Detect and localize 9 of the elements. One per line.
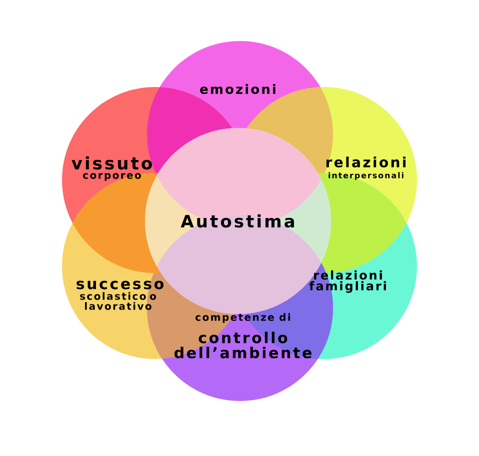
circle-label: relazioni	[326, 156, 406, 168]
circle-label: vissuto	[72, 156, 152, 170]
circle-label: successo	[76, 280, 164, 290]
circle-label: scolastico o lavorativo	[80, 292, 156, 310]
circle-label: corporeo	[83, 173, 141, 181]
circle-label: Autostima	[180, 214, 294, 228]
circle-label: competenze di	[196, 313, 290, 323]
circle-label: interpersonali	[328, 172, 404, 180]
circle-label: emozioni	[200, 84, 276, 94]
